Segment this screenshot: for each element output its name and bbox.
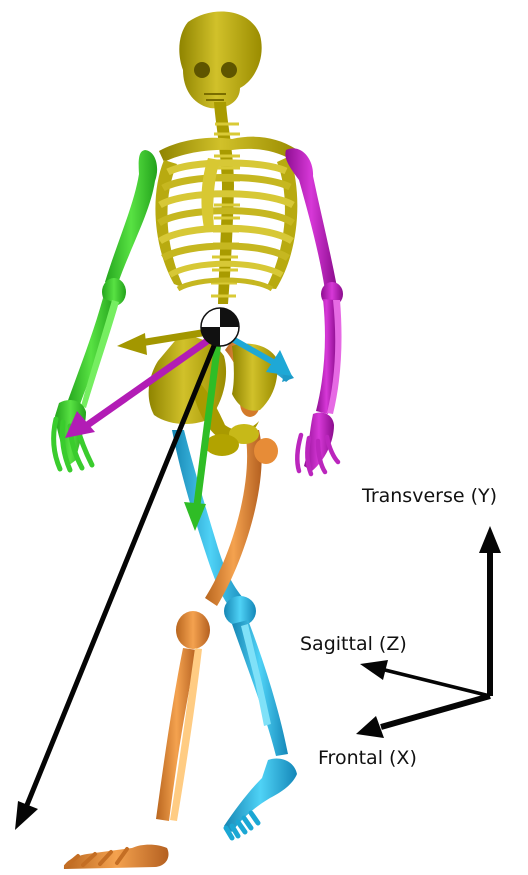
axis-triad	[356, 526, 501, 738]
left-leg	[172, 352, 297, 838]
frontal-axis-arrow	[356, 696, 490, 738]
transverse-axis-arrow	[479, 526, 501, 696]
center-of-mass-marker-icon	[201, 308, 239, 346]
sagittal-axis-arrow	[360, 660, 490, 696]
right-arm	[54, 150, 157, 470]
sagittal-axis-label: Sagittal (Z)	[300, 635, 407, 654]
transverse-axis-label: Transverse (Y)	[362, 487, 497, 506]
frontal-axis-label: Frontal (X)	[318, 749, 417, 768]
axial-skeleton	[149, 11, 298, 456]
